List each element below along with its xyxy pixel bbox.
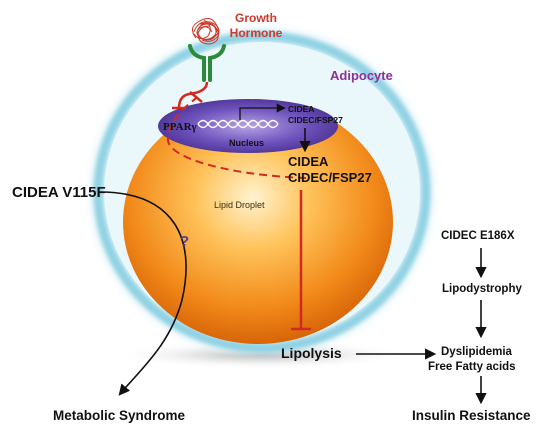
dyslipidemia-label: Dyslipidemia (441, 346, 513, 358)
cidea-to-metabolic-arrow (99, 191, 187, 396)
growth-hormone-receptor-icon (188, 44, 226, 82)
feedback-dashed-line (166, 97, 307, 179)
insulin-resistance-label: Insulin Resistance (412, 408, 531, 423)
feedback-inhibit-bar (189, 91, 203, 103)
adipocyte-label: Adipocyte (330, 68, 393, 83)
free-fatty-acids-label: Free Fatty acids (428, 361, 516, 373)
protein-cidec-label: CIDEC/FSP27 (288, 170, 372, 185)
lipid-droplet (123, 100, 393, 344)
cell-shadow (112, 341, 412, 369)
protein-cidea-label: CIDEA (288, 154, 329, 169)
nucleus (158, 99, 338, 153)
lipodystrophy-label: Lipodystrophy (442, 283, 522, 295)
cidea-variant-label: CIDEA V115F (12, 184, 106, 201)
unknown-link-marker: ? (180, 233, 189, 250)
ppar-to-genes-arrow (239, 103, 286, 120)
dna-helix-icon (197, 119, 279, 129)
cidec-variant-label: CIDEC E186X (441, 230, 515, 242)
hormone-label-line2: Hormone (230, 26, 283, 40)
lipolysis-label: Lipolysis (281, 345, 342, 361)
lipid-droplet-label: Lipid Droplet (214, 200, 265, 210)
protein-inhibits-lipolysis (291, 190, 311, 331)
gene-cidea-label: CIDEA (288, 104, 314, 114)
gene-cidec-label: CIDEC/FSP27 (288, 115, 343, 125)
ppar-label: PPARγ (163, 121, 197, 133)
metabolic-syndrome-label: Metabolic Syndrome (53, 408, 186, 423)
hormone-label-line1: Growth (235, 11, 277, 25)
growth-hormone-icon (192, 18, 220, 45)
nucleus-label: Nucleus (229, 138, 264, 148)
